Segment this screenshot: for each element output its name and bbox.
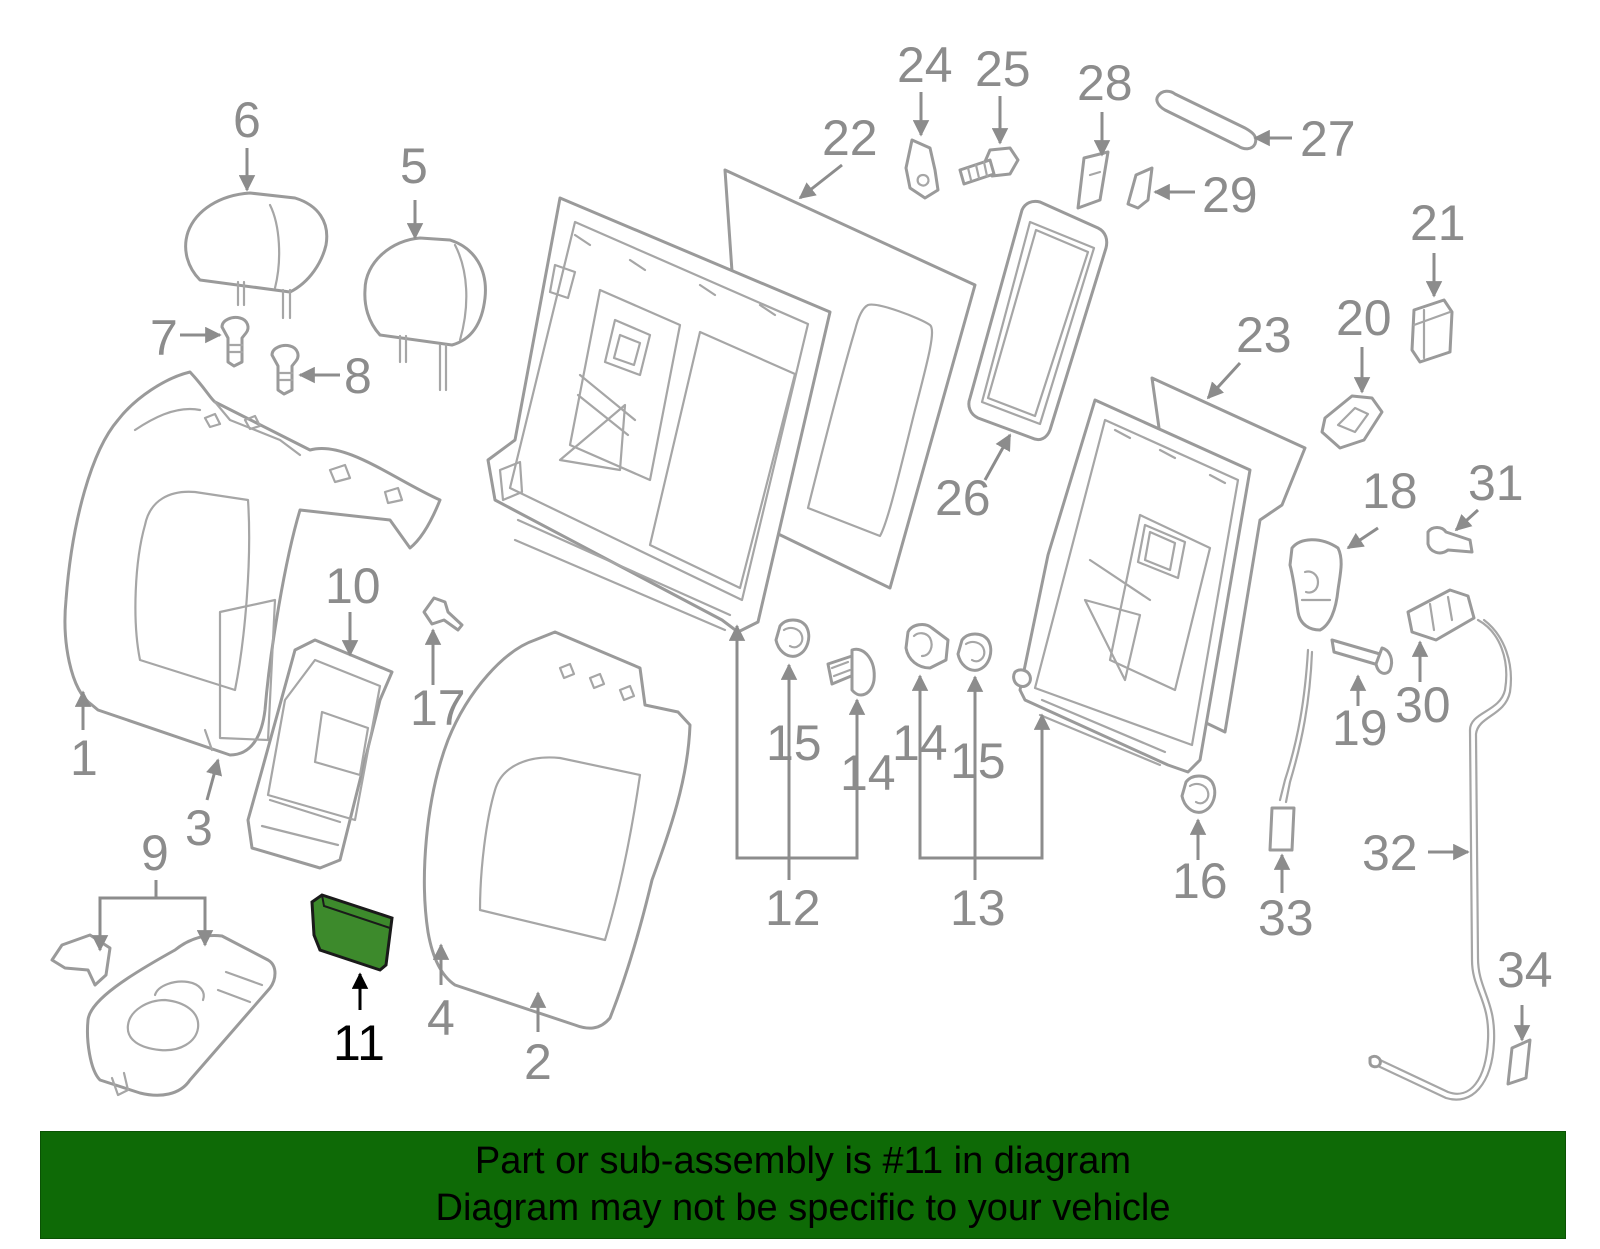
callout-22: 22 (822, 110, 878, 166)
callout-33: 33 (1258, 890, 1314, 946)
callout-26: 26 (935, 470, 991, 526)
part-32-release-cable (1368, 618, 1512, 1101)
part-22-seatback-frame-left (486, 168, 977, 634)
callout-2: 2 (524, 1034, 552, 1090)
part-26-backrest-panel (967, 199, 1109, 442)
callout-9: 9 (141, 825, 169, 881)
part-33-release-strap (1268, 648, 1314, 852)
callout-21: 21 (1410, 195, 1466, 251)
callout-31: 31 (1468, 455, 1524, 511)
callout-34: 34 (1497, 942, 1553, 998)
part-24-bracket (904, 138, 940, 200)
part-21-release-button (1410, 298, 1454, 364)
part-14-bushing-a (826, 647, 876, 697)
callout-18: 18 (1362, 463, 1418, 519)
callout-12: 12 (765, 880, 821, 936)
callout-labels: 1 2 3 4 5 6 7 8 9 10 11 12 13 14 14 15 1… (70, 37, 1553, 1090)
banner-line-1: Part or sub-assembly is #11 in diagram (474, 1140, 1132, 1182)
leader-lines (74, 92, 1531, 1042)
part-9-armrest-cushion (50, 933, 277, 1097)
notice-banner: Part or sub-assembly is #11 in diagram D… (40, 1131, 1566, 1239)
part-10-armrest-frame (246, 638, 394, 870)
callout-25: 25 (975, 41, 1031, 97)
part-8-guide-sleeve (270, 344, 300, 396)
callout-17: 17 (410, 680, 466, 736)
callout-7: 7 (150, 310, 178, 366)
callout-30: 30 (1395, 677, 1451, 733)
banner-line-2: Diagram may not be specific to your vehi… (435, 1187, 1171, 1229)
callout-29: 29 (1202, 167, 1258, 223)
part-7-guide-sleeve (220, 316, 250, 368)
callout-28: 28 (1077, 55, 1133, 111)
part-23-seatback-frame-right (1012, 376, 1307, 774)
callout-1: 1 (70, 730, 98, 786)
part-14-bushing-b (904, 623, 950, 670)
callout-11: 11 (333, 1015, 385, 1071)
part-31-screw (1426, 526, 1474, 555)
part-6-headrest-left (184, 191, 329, 320)
callout-15a: 15 (766, 715, 822, 771)
callout-14b: 14 (892, 715, 948, 771)
callout-5: 5 (400, 138, 428, 194)
part-2-seatback-cover-right (422, 630, 692, 1030)
callout-14a: 14 (840, 745, 896, 801)
callout-32: 32 (1362, 825, 1418, 881)
part-34-clip (1506, 1038, 1532, 1086)
part-1-seatback-cover-left (63, 370, 442, 757)
part-20-bezel (1320, 394, 1384, 450)
callout-4: 4 (427, 990, 455, 1046)
part-27-latch-rod (1155, 89, 1258, 151)
callout-19: 19 (1332, 700, 1388, 756)
part-29-clip (1126, 166, 1154, 210)
callout-15b: 15 (950, 733, 1006, 789)
part-5-headrest-right (363, 236, 487, 392)
callout-24: 24 (897, 37, 953, 93)
callout-27: 27 (1300, 111, 1356, 167)
part-19-pin (1330, 638, 1394, 675)
part-25-bolt (958, 146, 1020, 186)
callout-10: 10 (325, 558, 381, 614)
callout-3: 3 (185, 800, 213, 856)
part-18-latch (1288, 538, 1343, 632)
callout-13: 13 (950, 880, 1006, 936)
callout-23: 23 (1236, 307, 1292, 363)
part-11-armrest-pad-highlighted (310, 893, 394, 972)
callout-6: 6 (233, 92, 261, 148)
part-15-grommet-a (774, 618, 811, 658)
part-3-trim-bezel (203, 728, 214, 752)
callout-20: 20 (1336, 290, 1392, 346)
part-30-cable-connector (1406, 588, 1476, 642)
part-28-bracket (1076, 150, 1110, 210)
callout-8: 8 (344, 348, 372, 404)
part-15-grommet-b (956, 632, 993, 672)
part-17-clip (422, 596, 464, 632)
callout-16: 16 (1172, 853, 1228, 909)
part-16-grommet (1180, 774, 1217, 814)
